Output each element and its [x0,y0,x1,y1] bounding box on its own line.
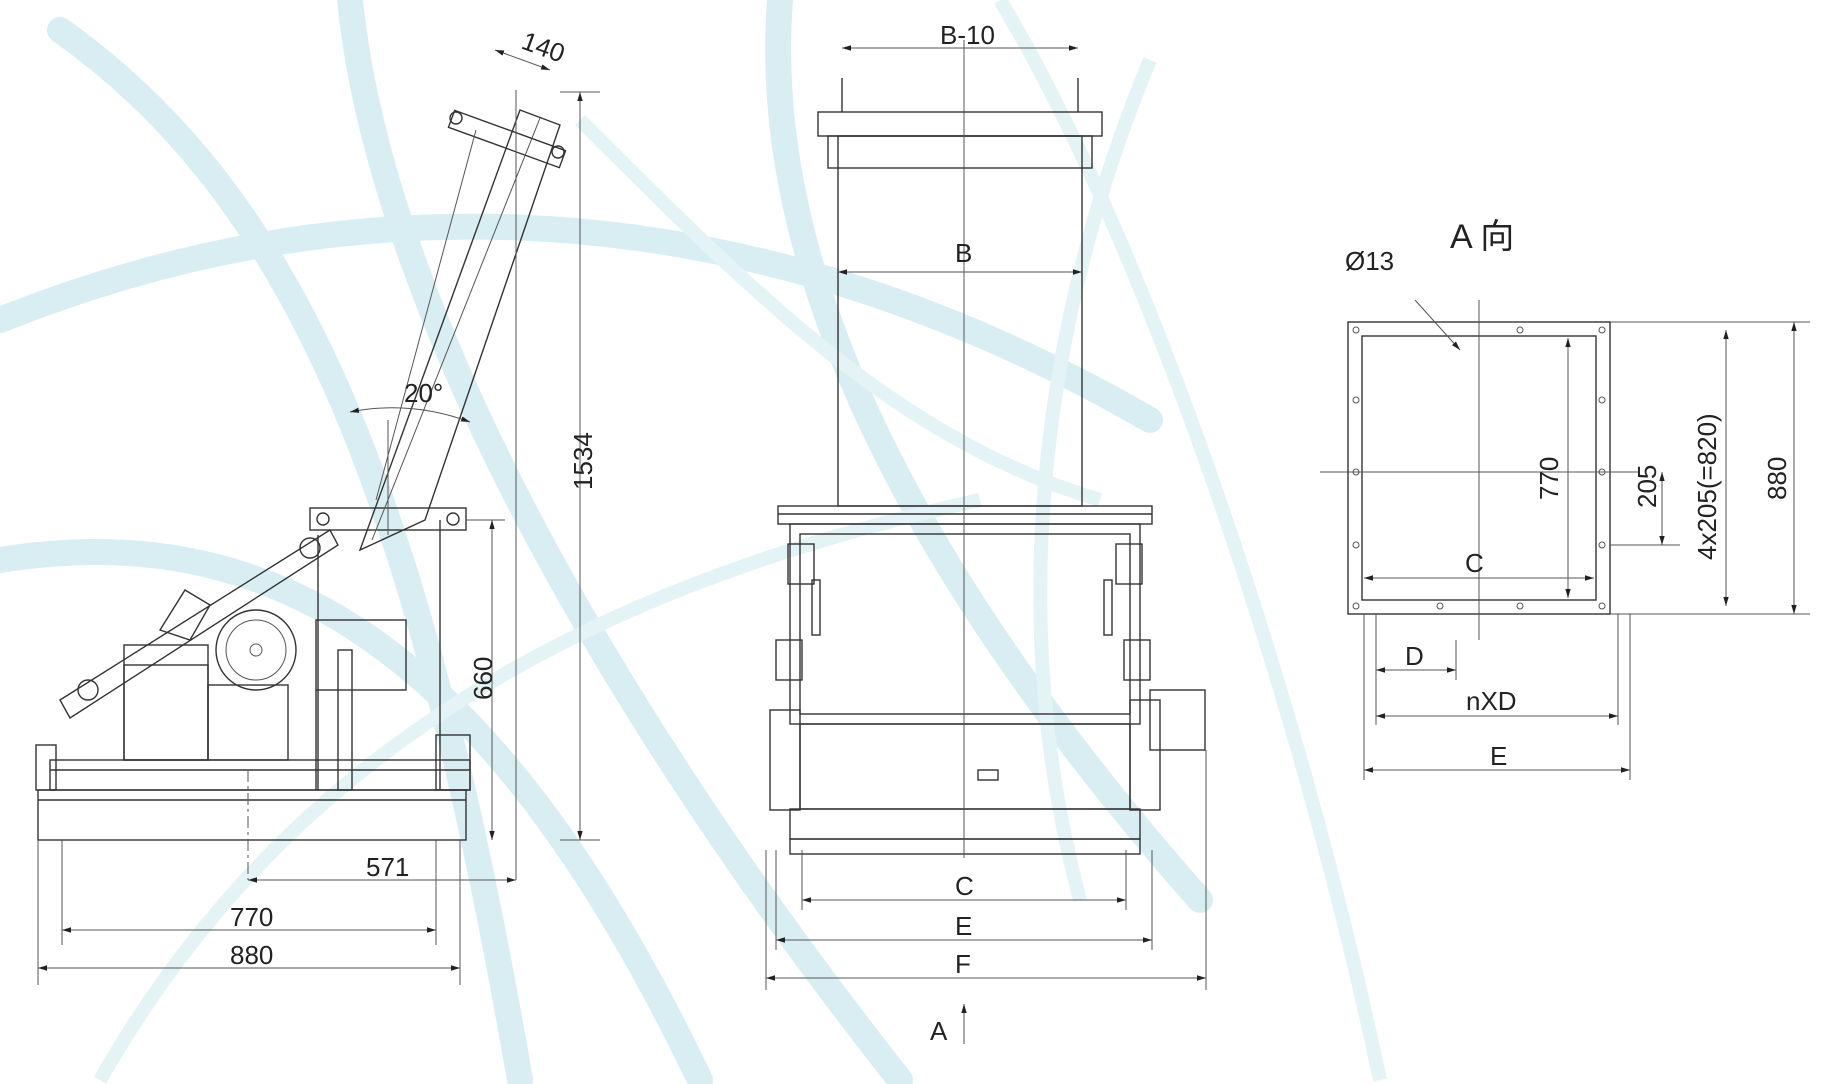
view-a-title: A 向 [1450,218,1514,256]
background-watermark [0,0,1387,1084]
dim-205-label: 205 [1632,465,1662,508]
view-a [1320,300,1750,640]
dim-c-label: C [955,871,974,901]
front-view-dimensions: B-10 B C E F A [765,20,1207,1046]
dim-nxd-label: nXD [1466,686,1517,716]
hole-diameter-label: Ø13 [1345,246,1394,276]
dim-e-label: E [955,911,972,941]
dim-c-view-a-label: C [1465,548,1484,578]
dim-1534-label: 1534 [568,432,598,490]
dim-d-label: D [1405,641,1424,671]
front-view [769,40,1206,858]
dim-660-label: 660 [468,657,498,700]
side-view [35,90,567,880]
dim-f-label: F [955,949,971,979]
view-a-arrow-label: A [930,1016,948,1046]
dim-571-label: 571 [366,852,409,882]
dim-angle-label: 20° [404,378,443,408]
side-view-dimensions: 140 20° 1534 660 571 770 880 [37,25,600,985]
dim-770-vertical-label: 770 [1534,457,1564,500]
dim-880-vertical-label: 880 [1762,457,1792,500]
dim-4x205-label: 4x205(=820) [1692,413,1722,560]
dim-770-label: 770 [230,902,273,932]
dim-e-view-a-label: E [1490,741,1507,771]
dim-880-label: 880 [230,940,273,970]
dim-140-label: 140 [518,25,569,68]
dim-b10-label: B-10 [940,20,995,50]
dim-b-label: B [955,238,972,268]
view-a-dimensions: A 向 Ø13 770 205 4x205(=820) 880 C D nXD … [1345,218,1810,780]
